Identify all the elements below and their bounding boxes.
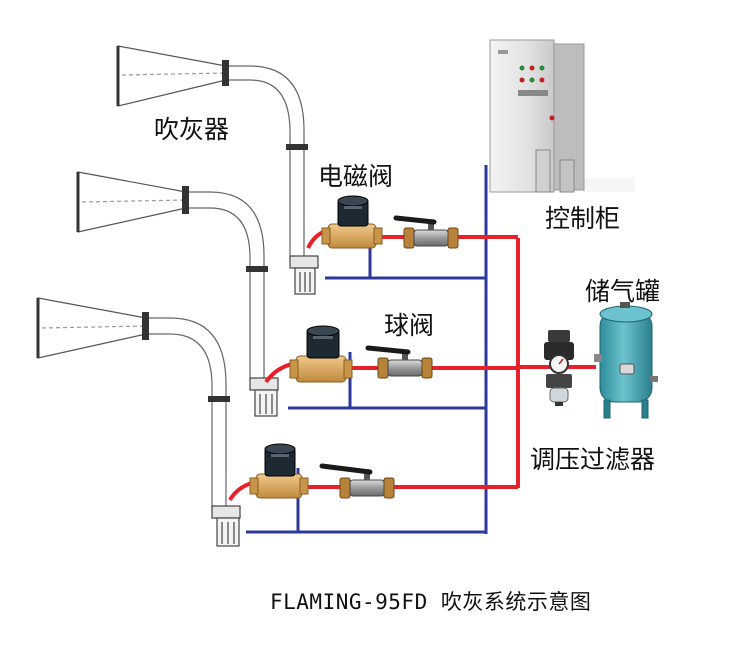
ball-valve-label: 球阀: [384, 311, 435, 340]
solenoid-valve-3: [249, 443, 309, 499]
solenoid-valve-2: [289, 325, 353, 383]
control-cabinet: [489, 39, 635, 193]
ball-valve-1: [393, 215, 459, 249]
regulator-filter: [544, 330, 574, 406]
air-tank-label: 储气罐: [585, 277, 661, 306]
blower-1: [116, 45, 319, 295]
control-cabinet-label: 控制柜: [545, 204, 621, 233]
diagram-caption: FLAMING-95FD 吹灰系统示意图: [270, 590, 592, 614]
blower-2: [76, 171, 279, 417]
solenoid-valve-label: 电磁阀: [318, 162, 394, 191]
ball-valve-3: [319, 463, 395, 499]
signal-lines: [246, 165, 488, 534]
solenoid-valve-1: [321, 195, 383, 249]
ball-valve-2: [365, 345, 433, 379]
blower-label: 吹灰器: [154, 115, 230, 144]
regulator-filter-label: 调压过滤器: [530, 445, 656, 474]
air-tank: [594, 302, 658, 419]
blower-3: [36, 297, 241, 547]
